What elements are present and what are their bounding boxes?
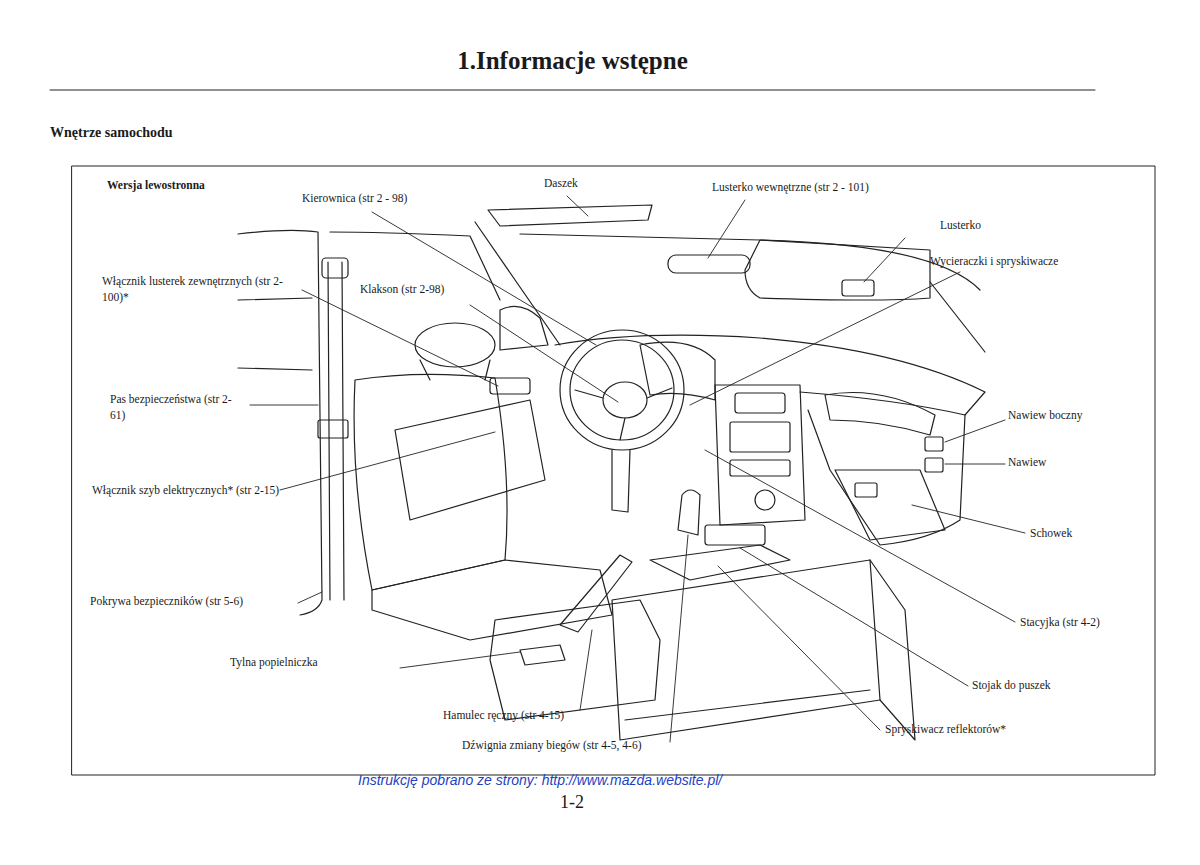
part-label: Włącznik lusterek zewnętrznych (str 2-10…	[102, 274, 302, 305]
part-label: Kierownica (str 2 - 98)	[302, 191, 407, 207]
page-title: 1.Informacje wstępne	[0, 44, 1145, 78]
part-label: Nawiew	[1008, 455, 1046, 471]
watermark: Instrukcję pobrano ze strony: http://www…	[358, 771, 722, 790]
part-label: Wycieraczki i spryskiwacze	[930, 254, 1058, 270]
part-label: Pokrywa bezpieczników (str 5-6)	[90, 594, 243, 610]
part-label: Schowek	[1030, 526, 1072, 542]
section-heading: Wnętrze samochodu	[50, 124, 173, 143]
page-number: 1-2	[560, 790, 584, 814]
part-label: Stacyjka (str 4-2)	[1020, 615, 1100, 631]
part-label: Pas bezpieczeństwa (str 2-61)	[110, 392, 245, 423]
part-label: Spryskiwacz reflektorów*	[885, 722, 1006, 738]
part-label: Stojak do puszek	[972, 678, 1051, 694]
part-label: Klakson (str 2-98)	[360, 282, 444, 298]
part-label: Nawiew boczny	[1008, 408, 1082, 424]
part-label: Wersja lewostronna	[107, 178, 205, 194]
part-label: Tylna popielniczka	[230, 655, 318, 671]
part-label: Daszek	[544, 176, 578, 192]
part-label: Lusterko wewnętrzne (str 2 - 101)	[712, 180, 869, 196]
part-label: Dźwignia zmiany biegów (str 4-5, 4-6)	[462, 738, 641, 754]
part-label: Hamulec ręczny (str 4-15)	[443, 708, 564, 724]
part-label: Włącznik szyb elektrycznych* (str 2-15)	[92, 483, 279, 499]
part-label: Lusterko	[940, 218, 981, 234]
